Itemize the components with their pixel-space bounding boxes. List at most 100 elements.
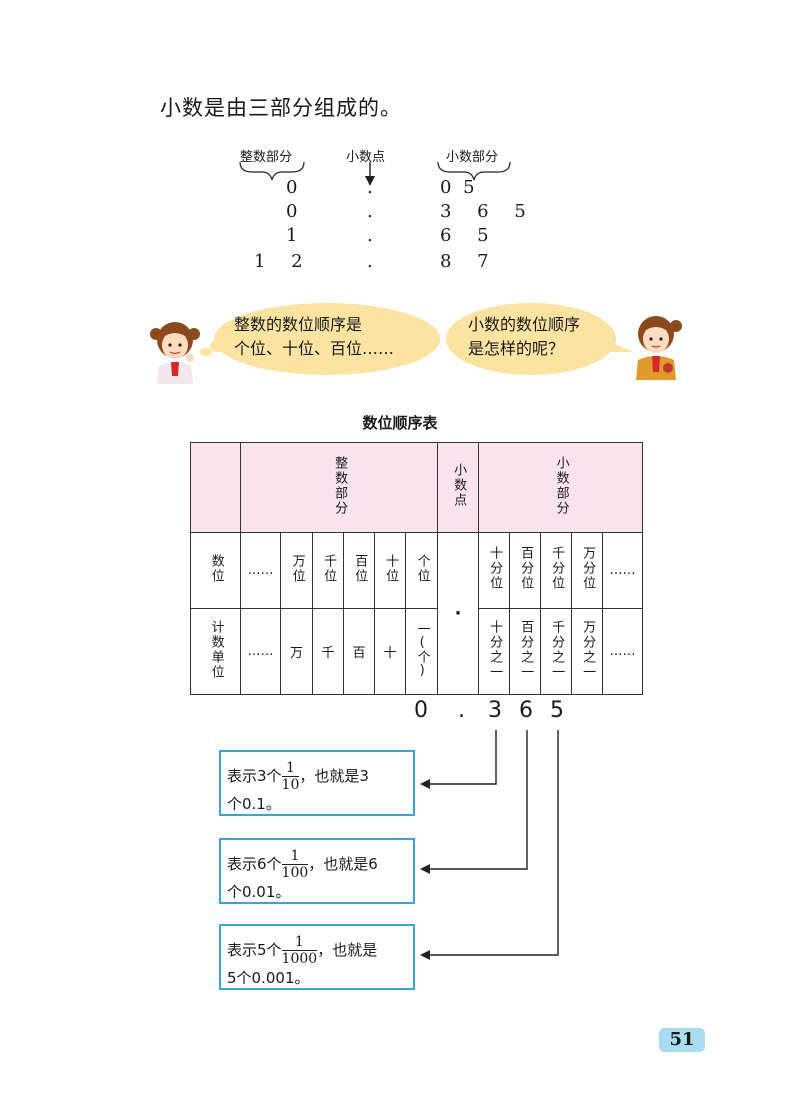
anatomy-row-1-int: 0 (286, 177, 298, 198)
place-qian-text: 千位 (321, 553, 337, 584)
anatomy-row-3-point: . (367, 225, 373, 246)
header-decimal-point: 小数点 (437, 442, 479, 533)
place-ten-thousandths-text: 万分位 (580, 546, 596, 591)
place-bai-text: 百位 (352, 553, 368, 584)
example-digit-0: 0 (414, 698, 428, 723)
arrow-line-thousandths (428, 730, 559, 956)
unit-ge: 一(个) (405, 608, 438, 695)
place-value-table: 整数部分 小数点 小数部分 数位 …… 万位 千位 百位 十位 个位 · 十分位… (190, 442, 643, 695)
integer-part-label: 整数部分 (240, 150, 293, 165)
example-digit-3: 3 (488, 698, 502, 723)
arrow-head-thousandths (420, 950, 430, 960)
anatomy-row-3-frac: 6 5 (440, 225, 489, 246)
anatomy-row-2-point: . (367, 201, 373, 222)
unit-thousandths-text: 千分之一 (549, 619, 565, 680)
explanation-thousandths-line-2: 5个0.001。 (227, 969, 310, 987)
place-thousandths-text: 千分位 (549, 546, 565, 591)
place-thousandths: 千分位 (540, 532, 572, 609)
header-decimal-point-label: 小数点 (451, 463, 467, 508)
row-label-units-text: 计数单位 (208, 619, 224, 680)
intro-text: 小数是由三部分组成的。 (160, 96, 402, 120)
place-ellipsis-right: …… (602, 532, 643, 609)
anatomy-row-2-frac: 3 6 5 (440, 201, 526, 222)
unit-ge-text: 一(个) (414, 621, 430, 678)
anatomy-row-2-int: 0 (286, 201, 298, 222)
unit-ellipsis-right: …… (602, 608, 643, 695)
row-label-places-text: 数位 (208, 553, 224, 584)
arrow-head-tenths (420, 779, 430, 789)
explanation-hundredths-post: ，也就是6 (308, 855, 378, 873)
place-tenths-text: 十分位 (487, 546, 503, 591)
unit-hundredths-text: 百分之一 (518, 619, 534, 680)
fraction-brace (437, 161, 511, 181)
fraction-denominator: 100 (281, 865, 309, 881)
point-arrow-head (365, 176, 375, 186)
header-integer-part: 整数部分 (240, 442, 438, 533)
bubble-right-line-1: 小数的数位顺序 (468, 315, 581, 334)
girl-left-illustration (150, 322, 200, 384)
decimal-point-label: 小数点 (346, 150, 386, 165)
place-shi: 十位 (374, 532, 406, 609)
fraction-part-label: 小数部分 (446, 150, 499, 165)
table-title: 数位顺序表 (362, 414, 438, 432)
place-hundredths-text: 百分位 (518, 546, 534, 591)
unit-bai: 百 (343, 608, 375, 695)
anatomy-row-3-int: 1 (286, 225, 298, 246)
example-point: . (458, 698, 465, 723)
decimal-point-cell: · (437, 532, 479, 695)
place-tenths: 十分位 (478, 532, 510, 609)
fraction-denominator: 1000 (281, 951, 318, 967)
anatomy-row-1-frac: 0 5 (440, 177, 475, 198)
girl-right-illustration (636, 316, 682, 380)
unit-hundredths: 百分之一 (509, 608, 541, 695)
place-ge-text: 个位 (414, 553, 430, 584)
speech-bubble-right (446, 303, 616, 375)
place-wan: 万位 (280, 532, 313, 609)
example-digit-5: 5 (550, 698, 564, 723)
anatomy-row-4-frac: 8 7 (440, 251, 489, 272)
unit-thousandths: 千分之一 (540, 608, 572, 695)
fraction-numerator: 1 (281, 934, 318, 951)
place-shi-text: 十位 (383, 553, 399, 584)
explanation-tenths-pre: 表示3个 (227, 767, 282, 785)
arrow-head-hundredths (420, 864, 430, 874)
unit-ten-thousandths: 万分之一 (571, 608, 603, 695)
explanation-hundredths-line-2: 个0.01。 (227, 883, 291, 901)
page-number: 51 (659, 1028, 705, 1052)
bubble-left-line-1: 整数的数位顺序是 (234, 315, 363, 334)
table-corner-cell (190, 442, 241, 533)
speech-bubble-left (214, 303, 440, 375)
place-ten-thousandths: 万分位 (571, 532, 603, 609)
explanation-thousandths-pre: 表示5个 (227, 941, 282, 959)
arrow-line-hundredths (428, 730, 528, 870)
fraction-denominator: 10 (281, 777, 300, 793)
decimal-point-symbol: · (454, 603, 462, 624)
integer-brace (239, 161, 305, 181)
bubble-right-line-2: 是怎样的呢？ (468, 339, 565, 358)
header-fraction-part-label: 小数部分 (553, 455, 569, 516)
fraction-numerator: 1 (281, 760, 300, 777)
anatomy-row-1-point: . (367, 177, 373, 198)
explanation-hundredths-pre: 表示6个 (227, 855, 282, 873)
place-ellipsis-left: …… (240, 532, 281, 609)
explanation-tenths-post: ，也就是3 (299, 767, 369, 785)
anatomy-row-4-int: 1 2 (254, 251, 303, 272)
bubble-right-tail (600, 338, 634, 352)
anatomy-braces (239, 161, 511, 186)
header-integer-part-label: 整数部分 (332, 455, 348, 516)
unit-ten-thousandths-text: 万分之一 (580, 619, 596, 680)
bubble-left-line-2: 个位、十位、百位…… (234, 339, 395, 358)
place-ge: 个位 (405, 532, 438, 609)
unit-tenths: 十分之一 (478, 608, 510, 695)
arrow-line-tenths (428, 730, 497, 785)
